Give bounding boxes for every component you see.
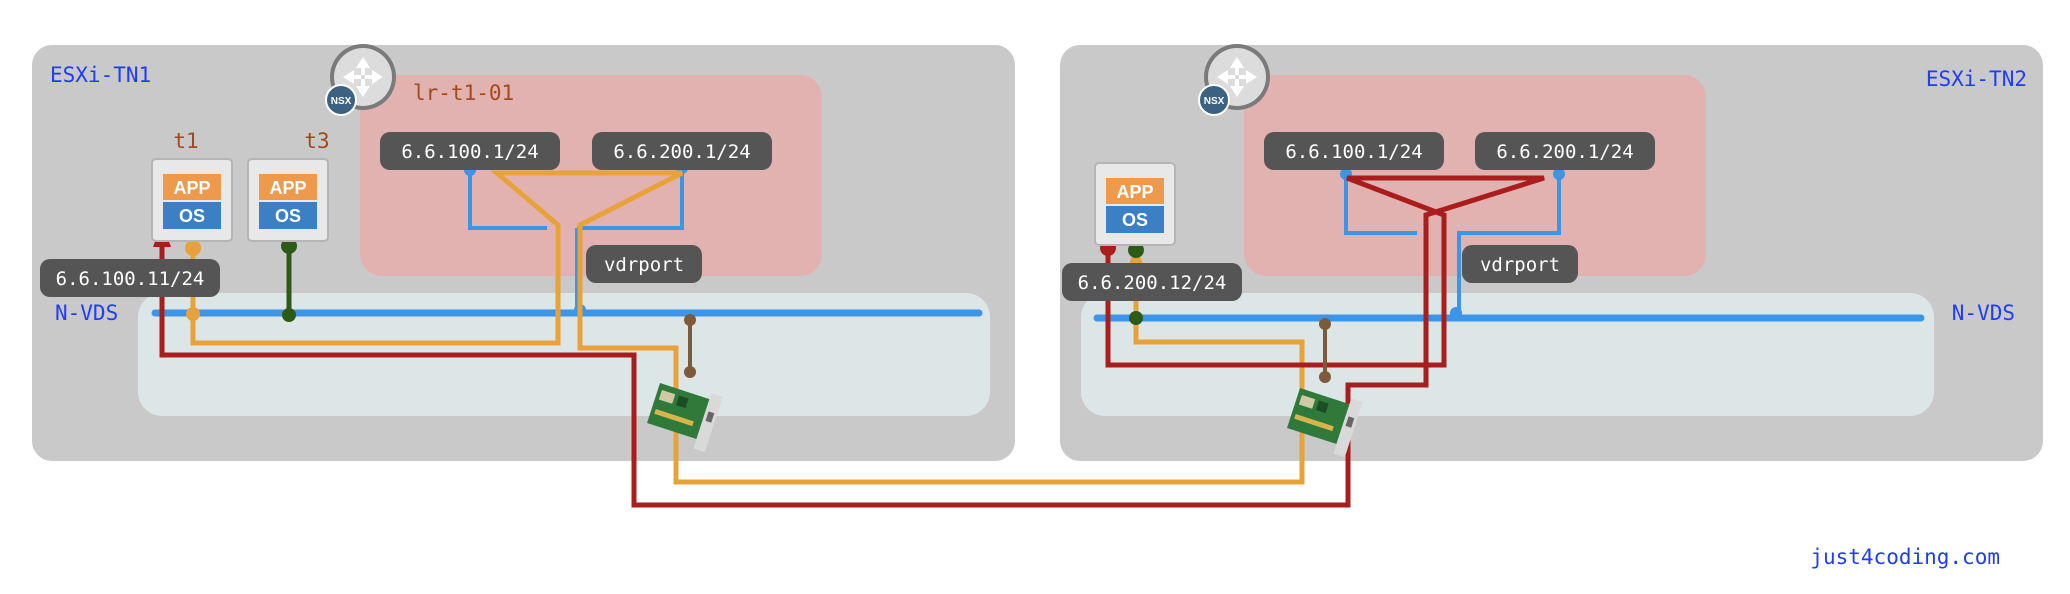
router-interface-label: 6.6.100.1/24 — [1285, 141, 1422, 163]
vdrport-pill — [1462, 245, 1578, 283]
vm-link-dot-t2-green — [1129, 311, 1143, 325]
nsx-badge-label: NSX — [331, 96, 352, 107]
vm-link-dot-t1 — [185, 240, 201, 256]
vdrport-dot — [1450, 307, 1462, 319]
vm-os-layer — [259, 202, 317, 229]
switch-label-tn2: N-VDS — [1952, 301, 2015, 325]
vm-os-label: OS — [1122, 210, 1148, 230]
vm-app-label: APP — [269, 178, 306, 198]
router-interface-label: 6.6.200.1/24 — [1496, 141, 1633, 163]
router-wire-blue-tn2 — [1344, 172, 1561, 318]
vm-os-label: OS — [179, 206, 205, 226]
vm-link-dot-t1 — [186, 307, 200, 321]
uplink-dot — [684, 366, 696, 378]
router-interface-pill — [1264, 132, 1444, 170]
nic-card-icon — [1287, 388, 1363, 458]
vm-name-t3: t3 — [304, 129, 329, 153]
host-label-tn2: ESXi-TN2 — [1926, 67, 2027, 91]
vm-name-t1: t1 — [173, 129, 198, 153]
router-interface-pill — [380, 132, 560, 170]
vm-ip-pill-t1 — [40, 259, 220, 297]
vm-app-layer — [1106, 178, 1164, 204]
switch-area-tn2 — [1081, 293, 1934, 416]
traffic-path-red — [159, 175, 1545, 508]
vdrport-label: vdrport — [604, 254, 684, 276]
router-port-dot — [1553, 168, 1565, 180]
vm-app-layer — [163, 174, 221, 200]
uplink-dot — [1319, 318, 1331, 330]
vdrport-pill — [586, 245, 702, 283]
nsx-badge-label: NSX — [1204, 96, 1225, 107]
uplink-dot — [684, 314, 696, 326]
router-name-label: lr-t1-01 — [413, 81, 514, 105]
router-interface-pill — [1475, 132, 1655, 170]
vm-os-layer — [163, 202, 221, 229]
router-interface-pill — [592, 132, 772, 170]
vm-ip-pill-t2 — [1062, 263, 1242, 301]
vm-app-label: APP — [1116, 182, 1153, 202]
watermark-text: just4coding.com — [1810, 545, 2000, 569]
vdrport-label: vdrport — [1480, 254, 1560, 276]
router-wire-blue-tn1 — [468, 170, 684, 313]
router-interface-label: 6.6.200.1/24 — [613, 141, 750, 163]
vm-app-layer — [259, 174, 317, 200]
vm-os-label: OS — [275, 206, 301, 226]
uplink-dot — [1319, 371, 1331, 383]
nic-card-icon — [647, 383, 723, 453]
vm-ip-label-t1: 6.6.100.11/24 — [56, 268, 205, 290]
router-interface-label: 6.6.100.1/24 — [401, 141, 538, 163]
nsx-badge-icon: NSX — [1198, 84, 1230, 116]
vm-ip-label-t2: 6.6.200.12/24 — [1078, 272, 1227, 294]
host-label-tn1: ESXi-TN1 — [50, 63, 151, 87]
vm-os-layer — [1106, 206, 1164, 233]
switch-label-tn1: N-VDS — [55, 301, 118, 325]
nsx-badge-icon: NSX — [325, 84, 357, 116]
vm-app-label: APP — [173, 178, 210, 198]
vm-link-dot-t3 — [282, 308, 296, 322]
